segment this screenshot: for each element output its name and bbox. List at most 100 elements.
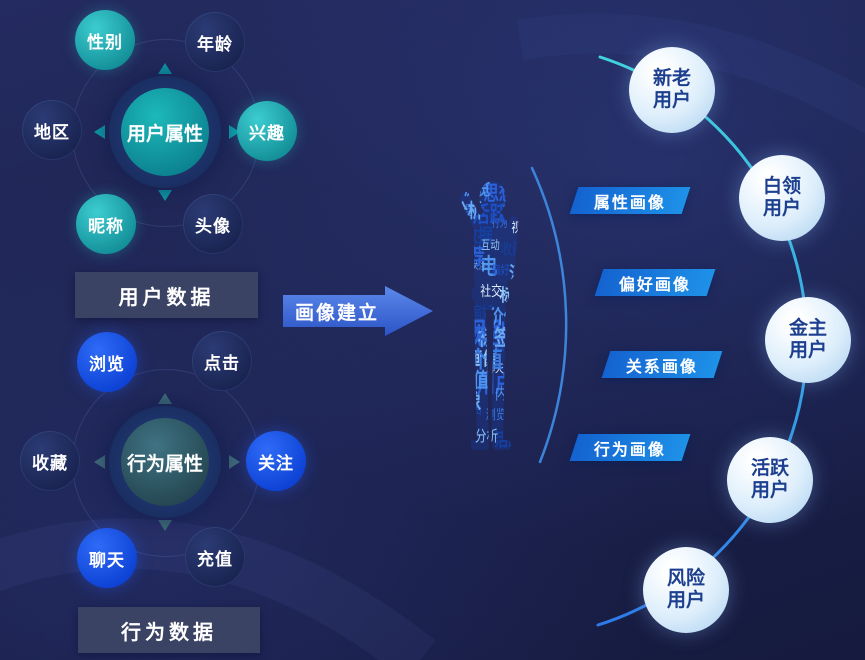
hub-arrow-left-icon (94, 125, 105, 139)
segment-new-old-users: 新老用户 (629, 47, 715, 133)
hub-arrow-up-icon (158, 63, 172, 74)
tag-label: 行为画像 (593, 441, 666, 459)
wordcloud-word: 数据 (463, 224, 493, 246)
wordcloud-word: 互动 (503, 185, 539, 211)
hub-arrow-down-icon (158, 520, 172, 531)
portrait-build-arrow-label: 画像建立 (295, 302, 380, 324)
behavior-attributes-center-label: 行为属性 (121, 418, 209, 506)
wordcloud-word: 推荐 (518, 298, 534, 310)
user-data-caption: 用户数据 (75, 272, 258, 318)
segment-paying-users: 金主用户 (765, 297, 851, 383)
behavior-attributes-center: 行为属性 (109, 406, 221, 518)
segment-label: 风险用户 (666, 567, 705, 611)
wordcloud-word: 成功 (519, 287, 550, 310)
wordcloud-word: 消费 (509, 262, 540, 285)
wordcloud-word: 价值 (489, 305, 519, 327)
wordcloud-word: 推荐 (452, 244, 485, 269)
user-attributes-center-label: 用户属性 (121, 88, 209, 176)
portrait-build-arrow: 画像建立 (283, 286, 433, 336)
wordcloud-word: 充值 (523, 422, 537, 433)
node-region: 地区 (22, 100, 82, 160)
segment-label: 新老用户 (652, 67, 691, 111)
tag-attribute-portrait: 属性画像 (569, 187, 691, 214)
wordcloud-word: 收藏 (501, 241, 524, 258)
node-nickname: 昵称 (76, 194, 136, 254)
wordcloud-word: 成功 (497, 341, 511, 352)
wordcloud-word: 行为 (513, 431, 547, 456)
wordcloud-word: 会员 (532, 178, 554, 194)
wordcloud-word: 内容 (517, 344, 536, 358)
node-age: 年龄 (185, 12, 245, 72)
wordcloud-word: 居家 (455, 202, 477, 219)
tag-behavior-portrait: 行为画像 (569, 434, 691, 461)
wordcloud-word: 思想 (483, 181, 514, 204)
user-attributes-center: 用户属性 (109, 76, 221, 188)
node-favorite: 收藏 (20, 431, 80, 491)
node-click: 点击 (192, 331, 252, 391)
wordcloud-word: 关注 (450, 301, 471, 317)
portrait-arc (530, 166, 568, 464)
wordcloud-word: 用户 (455, 425, 474, 439)
wordcloud-word: 活跃 (472, 202, 507, 228)
segment-label: 金主用户 (788, 317, 827, 361)
wordcloud-word: 关注 (472, 260, 486, 271)
wordcloud-word: 浏览 (486, 407, 506, 423)
wordcloud-word: 视剧 (463, 317, 510, 350)
wordcloud-word: 居家 (520, 242, 549, 263)
tag-relationship-portrait: 关系画像 (601, 351, 723, 378)
wordcloud-word: 兴趣 (506, 365, 528, 381)
wordcloud-word: 内容 (495, 385, 520, 404)
wordcloud-word: 标签 (477, 325, 511, 350)
tag-label: 关系画像 (625, 358, 698, 376)
node-browse: 浏览 (77, 332, 137, 392)
hub-arrow-up-icon (158, 393, 172, 404)
wordcloud-word: 分析 (453, 199, 483, 221)
wordcloud-word: 视剧 (511, 220, 531, 236)
wordcloud-word: 画像 (469, 348, 498, 369)
segment-active-users: 活跃用户 (727, 437, 813, 523)
hub-arrow-left-icon (94, 455, 105, 469)
node-gender: 性别 (75, 10, 135, 70)
segment-white-collar-users: 白领用户 (739, 155, 825, 241)
wordcloud-word: 电 (461, 280, 470, 294)
wordcloud-word: 属性 (525, 366, 552, 386)
behavior-data-caption: 行为数据 (78, 607, 260, 653)
wordcloud-word: 点击 (449, 347, 472, 364)
wordcloud-word: 数据 (529, 265, 565, 292)
tag-label: 偏好画像 (618, 276, 691, 294)
wordcloud-word: 标签 (499, 285, 527, 305)
hub-arrow-right-icon (229, 125, 240, 139)
wordcloud-word: 偏好 (491, 263, 510, 277)
segment-label: 白领用户 (762, 175, 801, 219)
tag-preference-portrait: 偏好画像 (594, 269, 716, 296)
hub-arrow-right-icon (229, 455, 240, 469)
node-chat: 聊天 (77, 528, 137, 588)
node-recharge: 充值 (185, 527, 245, 587)
wordcloud-word: 浏览 (464, 179, 491, 199)
wordcloud-word: 偏好 (469, 304, 494, 323)
wordcloud-word: 聊天 (508, 308, 543, 334)
wordcloud-word: 思想 (505, 410, 530, 429)
wordcloud-word: 点击 (515, 386, 545, 408)
segment-risk-users: 风险用户 (643, 547, 729, 633)
user-silhouette-wordcloud: 视剧电成功画像思想居家偏好兴趣用户行为数据标签点击浏览收藏关注聊天充值活跃消费社… (447, 178, 565, 456)
wordcloud-word: 活跃 (494, 429, 523, 450)
wordcloud-word: 分析 (475, 428, 498, 445)
wordcloud-word: 会员 (466, 404, 482, 416)
wordcloud-word: 属性 (504, 406, 537, 431)
wordcloud-word: 行为 (492, 217, 508, 229)
segment-label: 活跃用户 (750, 457, 789, 501)
wordcloud-word: 画像 (447, 389, 482, 415)
wordcloud-word: 价值 (467, 346, 503, 373)
wordcloud-word: 社交 (458, 323, 488, 344)
wordcloud-word: 互动 (481, 239, 500, 252)
wordcloud-word: 消费 (531, 223, 556, 242)
hub-arrow-down-icon (158, 190, 172, 201)
wordcloud-word: 兴趣 (528, 323, 544, 335)
wordcloud-word: 用户 (477, 371, 513, 398)
wordcloud-word: 聊天 (486, 361, 503, 375)
node-follow: 关注 (246, 431, 306, 491)
wordcloud-word: 充值 (458, 368, 489, 391)
node-avatar: 头像 (183, 194, 243, 254)
